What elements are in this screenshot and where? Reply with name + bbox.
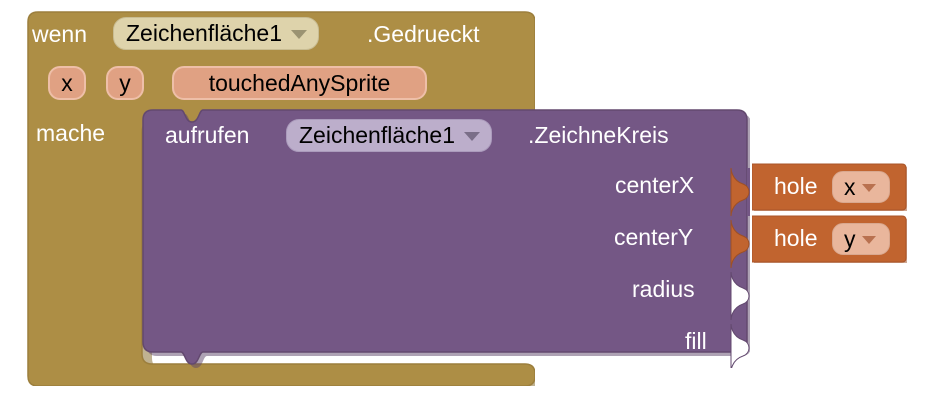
event-component-value: Zeichenfläche1 <box>126 20 282 46</box>
event-block-shape <box>27 11 535 386</box>
value-block-hole-y-dropdown[interactable]: y <box>832 223 890 255</box>
value-block-hole-x-value: x <box>844 173 856 200</box>
event-parameter-y[interactable]: y <box>106 66 144 100</box>
event-parameter-touchedanysprite[interactable]: touchedAnySprite <box>172 66 427 100</box>
call-block-shape <box>142 109 750 368</box>
chevron-down-icon <box>291 29 307 39</box>
event-keyword-do: mache <box>36 120 106 146</box>
call-block-drawcircle[interactable] <box>139 106 750 368</box>
event-keyword-when: wenn <box>32 21 87 47</box>
call-method-label: .ZeichneKreis <box>528 122 669 148</box>
socket-label-centerx: centerX <box>615 172 695 198</box>
call-component-dropdown[interactable]: Zeichenfläche1 <box>286 119 492 153</box>
event-parameter-touchedanysprite-label: touchedAnySprite <box>208 69 391 96</box>
event-component-dropdown[interactable]: Zeichenfläche1 <box>113 17 319 51</box>
chevron-down-icon <box>464 131 480 141</box>
event-parameter-x[interactable]: x <box>48 66 86 100</box>
socket-label-centery: centerY <box>614 224 694 250</box>
value-block-hole-y-value: y <box>844 225 856 252</box>
value-block-hole-y-keyword: hole <box>774 225 818 251</box>
value-block-hole-x[interactable]: hole x <box>752 163 907 211</box>
event-parameter-x-label: x <box>61 69 73 96</box>
event-parameter-y-label: y <box>119 69 131 96</box>
value-block-hole-x-keyword: hole <box>774 173 818 199</box>
event-name-label: .Gedrueckt <box>367 21 480 47</box>
socket-label-fill: fill <box>685 328 707 354</box>
chevron-down-icon <box>861 183 876 192</box>
socket-label-radius: radius <box>632 276 695 302</box>
event-block-when-canvas-touched[interactable] <box>18 8 535 386</box>
value-block-hole-x-dropdown[interactable]: x <box>832 171 890 203</box>
call-component-value: Zeichenfläche1 <box>299 122 455 148</box>
call-keyword-call: aufrufen <box>165 122 250 148</box>
value-block-hole-y[interactable]: hole y <box>752 215 907 263</box>
chevron-down-icon <box>861 235 876 244</box>
